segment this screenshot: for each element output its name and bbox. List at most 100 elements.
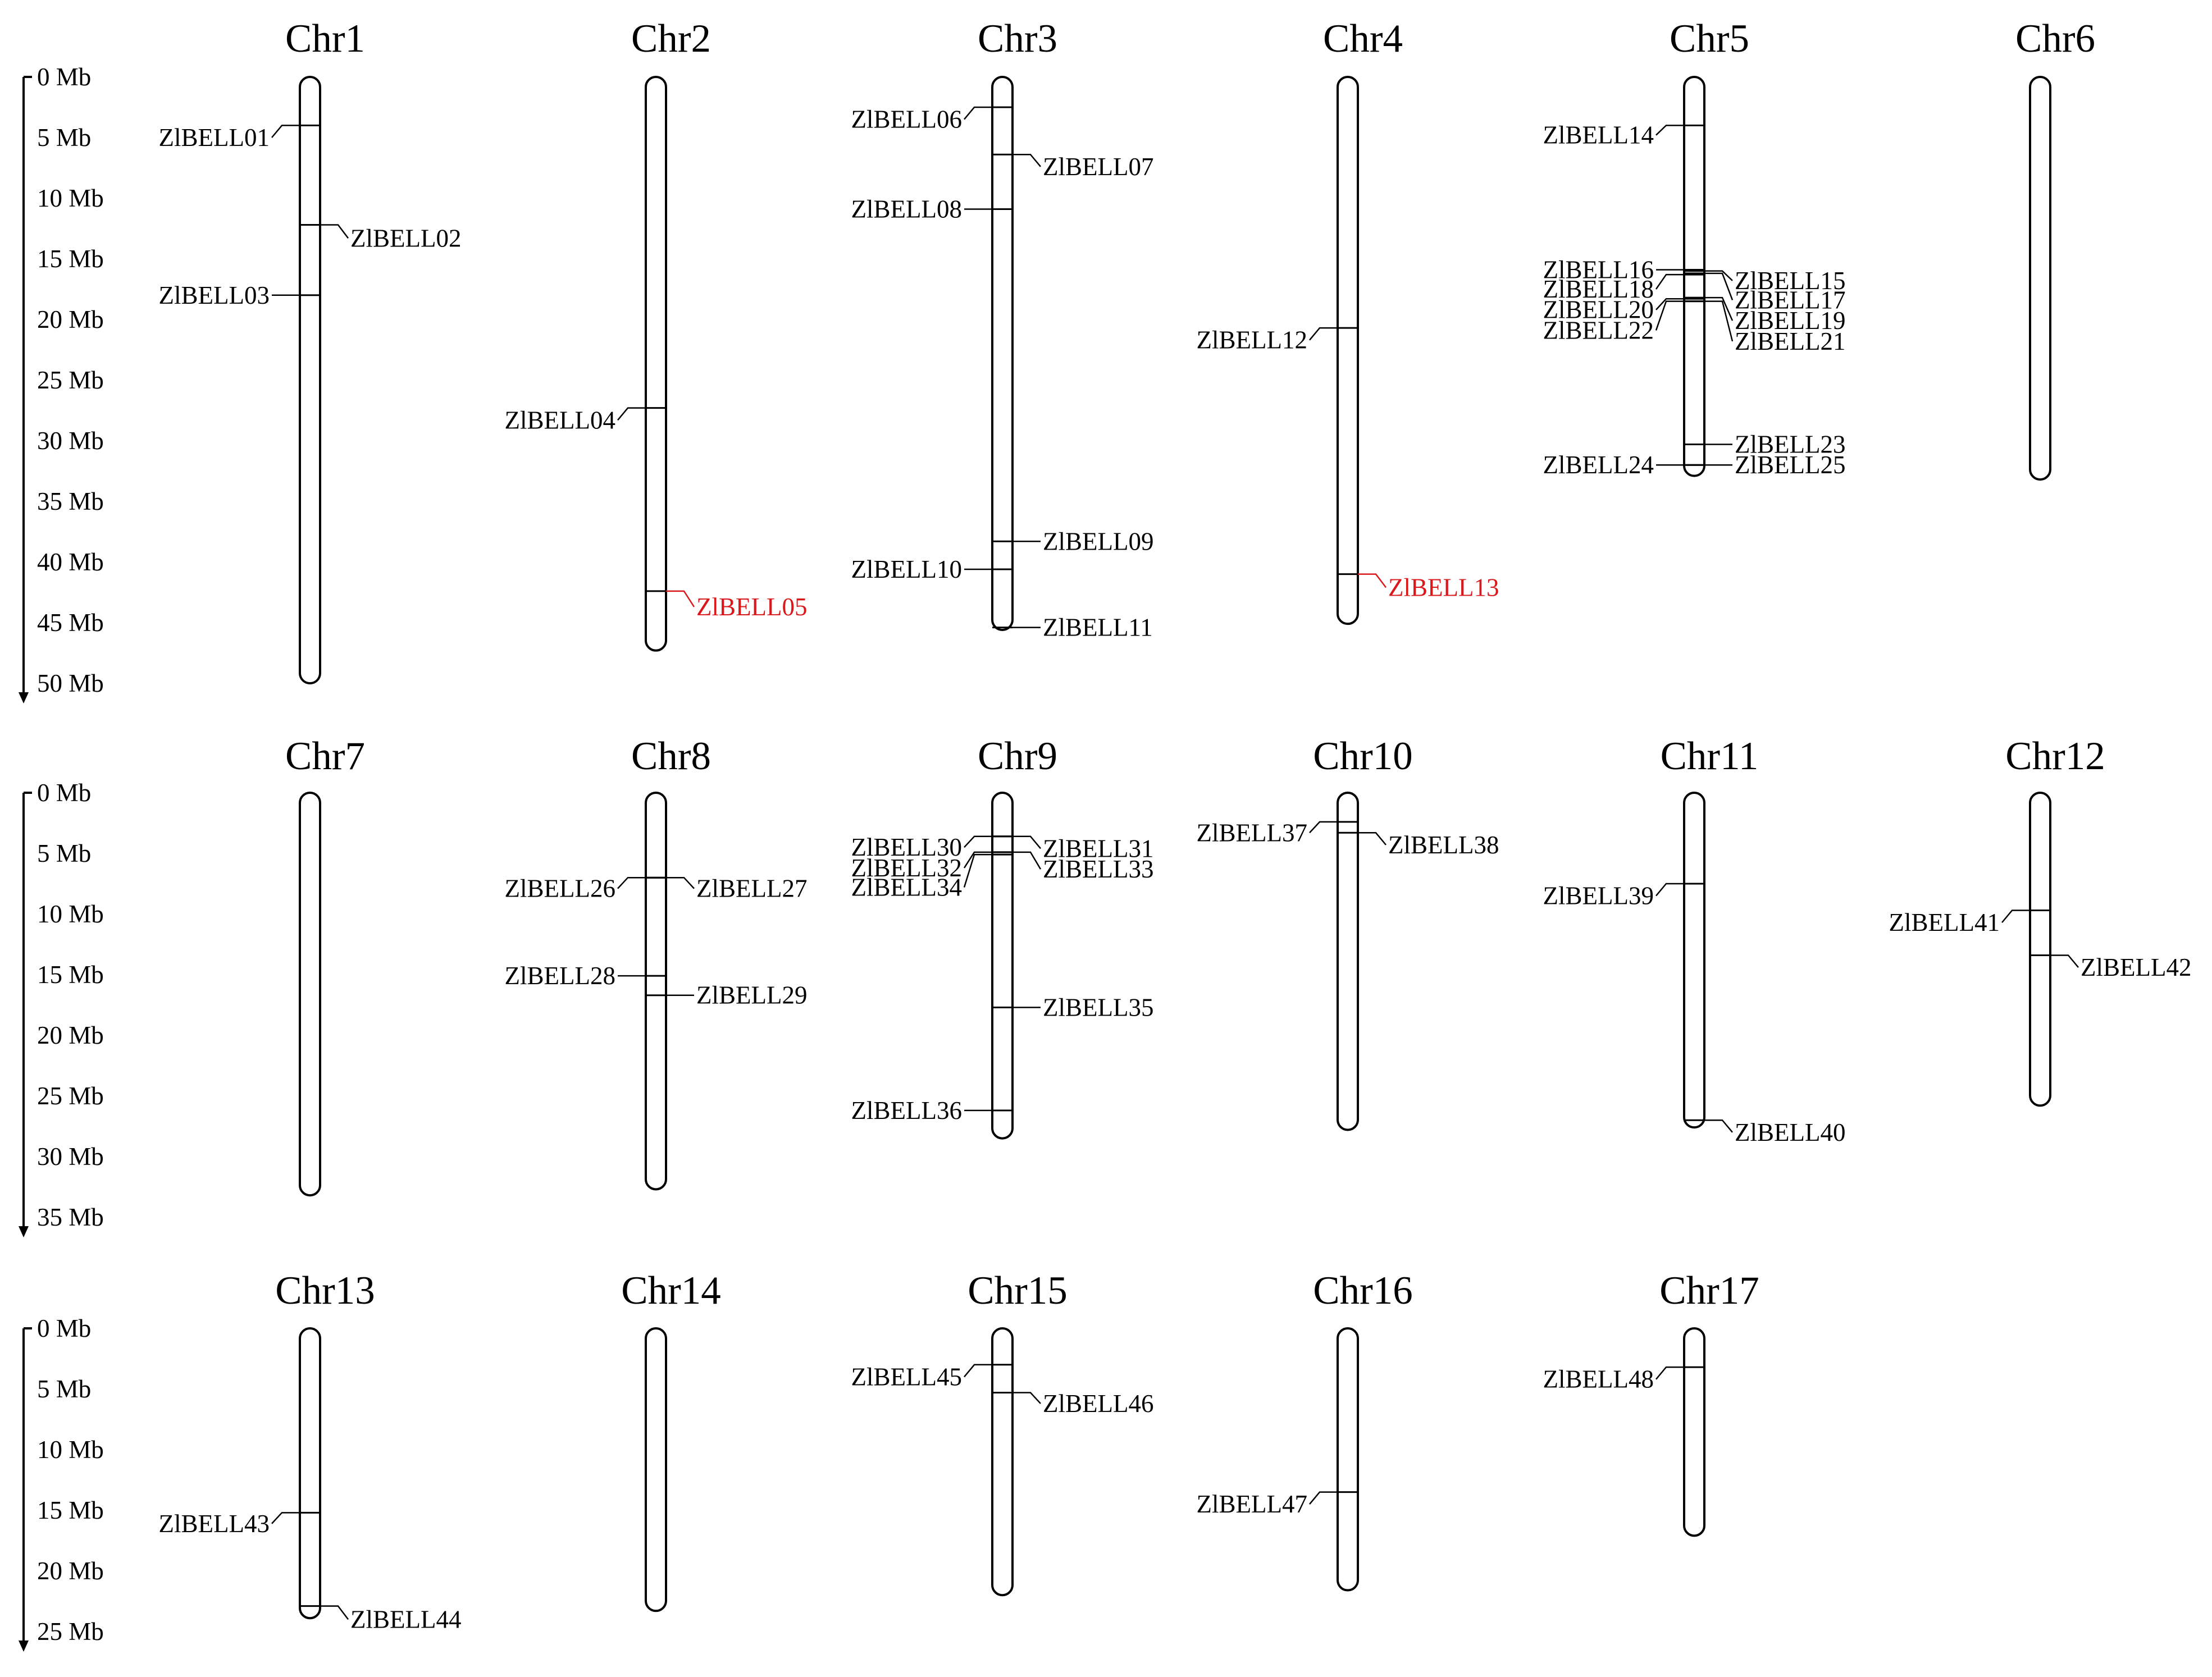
scale-tick-label: 40 Mb [37,548,104,576]
gene-label: ZlBELL28 [505,962,615,990]
gene-label: ZlBELL38 [1388,831,1499,859]
gene-label: ZlBELL40 [1735,1118,1845,1146]
gene-leader-line [963,851,992,869]
gene-leader-line [617,876,646,889]
gene-leader-line [1704,270,1733,281]
gene-leader-line [1309,327,1338,341]
gene-leader-line [963,853,992,888]
gene-leader-line [1012,153,1041,167]
gene-label: ZlBELL23 [1735,430,1845,458]
gene-label: ZlBELL09 [1043,527,1153,555]
scale-tick-label: 0 Mb [37,63,91,91]
scale-tick-label: 10 Mb [37,184,104,212]
scale-tick-label: 25 Mb [37,1082,104,1110]
gene-label: ZlBELL21 [1735,327,1845,355]
chromosome-bar [1683,1327,1705,1537]
scale-axis-arrowhead [19,1226,29,1237]
scale-tick-label: 0 Mb [37,1314,91,1342]
scale-tick-label: 15 Mb [37,245,104,273]
chromosome-title: Chr4 [1323,17,1403,61]
gene-leader-line [1012,1392,1041,1404]
chromosome-title: Chr11 [1661,734,1759,778]
gene-label: ZlBELL22 [1543,316,1654,344]
gene-leader-line [1704,272,1734,300]
gene-leader-line [1704,300,1734,342]
gene-label: ZlBELL13 [1388,573,1499,601]
chromosome-bar [1337,792,1359,1131]
gene-label: ZlBELL34 [851,873,962,901]
gene-leader-line [617,407,646,421]
scale-tick-label: 0 Mb [37,779,91,807]
gene-leader-line [320,1605,349,1620]
chromosome-bar [299,792,321,1197]
chromosome-title: Chr2 [631,17,711,61]
chromosome-bar [991,792,1014,1140]
chromosome-title: Chr14 [621,1269,721,1313]
chromosome-title: Chr13 [275,1269,375,1313]
chromosome-title: Chr9 [978,734,1057,778]
chromosome-title: Chr10 [1313,734,1413,778]
chromosome-bar [1683,76,1705,477]
chromosome-bar [645,792,667,1191]
gene-label: ZlBELL43 [159,1510,270,1538]
gene-leader-line [1655,1366,1684,1380]
chromosome-bar [2029,76,2051,481]
chromosome-title: Chr8 [631,734,711,778]
gene-leader-line [964,106,992,120]
gene-label: ZlBELL05 [696,593,807,621]
chromosome-bar [991,1327,1014,1597]
gene-label: ZlBELL39 [1543,882,1654,910]
gene-label: ZlBELL47 [1197,1490,1307,1518]
scale-tick-label: 50 Mb [37,669,104,697]
gene-leader-line [2050,954,2079,968]
gene-label: ZlBELL17 [1735,286,1845,314]
scale-tick-label: 20 Mb [37,1557,104,1585]
scale-tick-label: 5 Mb [37,839,91,867]
gene-label: ZlBELL30 [851,833,962,861]
gene-leader-line [964,1364,992,1378]
gene-label: ZlBELL18 [1543,275,1654,303]
gene-label: ZlBELL16 [1543,255,1654,284]
scale-axis-arrowhead [19,692,29,703]
gene-leader-line [320,224,349,239]
chromosome-bar [299,76,321,684]
gene-leader-line [1012,851,1042,870]
gene-leader-line [1655,298,1684,310]
gene-label: ZlBELL36 [851,1096,962,1125]
gene-label: ZlBELL33 [1043,855,1153,883]
gene-label: ZlBELL46 [1043,1390,1153,1418]
gene-leader-line [1309,821,1338,834]
gene-label: ZlBELL15 [1735,267,1845,295]
gene-leader-line [666,590,695,607]
scale-tick-label: 10 Mb [37,900,104,928]
gene-label: ZlBELL06 [851,106,962,134]
scale-tick-label: 5 Mb [37,1375,91,1403]
chromosome-title: Chr12 [2005,734,2105,778]
gene-leader-line [271,1512,300,1524]
gene-label: ZlBELL42 [2081,953,2191,981]
gene-leader-line [1309,1491,1338,1505]
scale-tick-label: 20 Mb [37,305,104,333]
gene-label: ZlBELL08 [851,195,962,223]
chromosome-bar [645,76,667,652]
gene-label: ZlBELL04 [505,406,615,434]
gene-label: ZlBELL19 [1735,307,1845,335]
gene-label: ZlBELL14 [1543,121,1654,149]
gene-label: ZlBELL07 [1043,153,1153,181]
scale-tick-label: 25 Mb [37,1617,104,1646]
gene-label: ZlBELL02 [350,224,461,252]
gene-leader-line [2001,910,2030,923]
chromosome-bar [645,1327,667,1612]
scale-tick-label: 15 Mb [37,961,104,989]
chromosome-title: Chr6 [2015,17,2095,61]
gene-label: ZlBELL11 [1043,614,1153,642]
gene-label: ZlBELL31 [1043,834,1153,862]
gene-label: ZlBELL01 [159,124,270,152]
gene-leader-line [1704,1119,1733,1133]
gene-leader-line [1704,296,1734,321]
gene-label: ZlBELL24 [1543,451,1654,479]
scale-tick-label: 10 Mb [37,1436,104,1464]
gene-leader-line [1655,300,1684,331]
